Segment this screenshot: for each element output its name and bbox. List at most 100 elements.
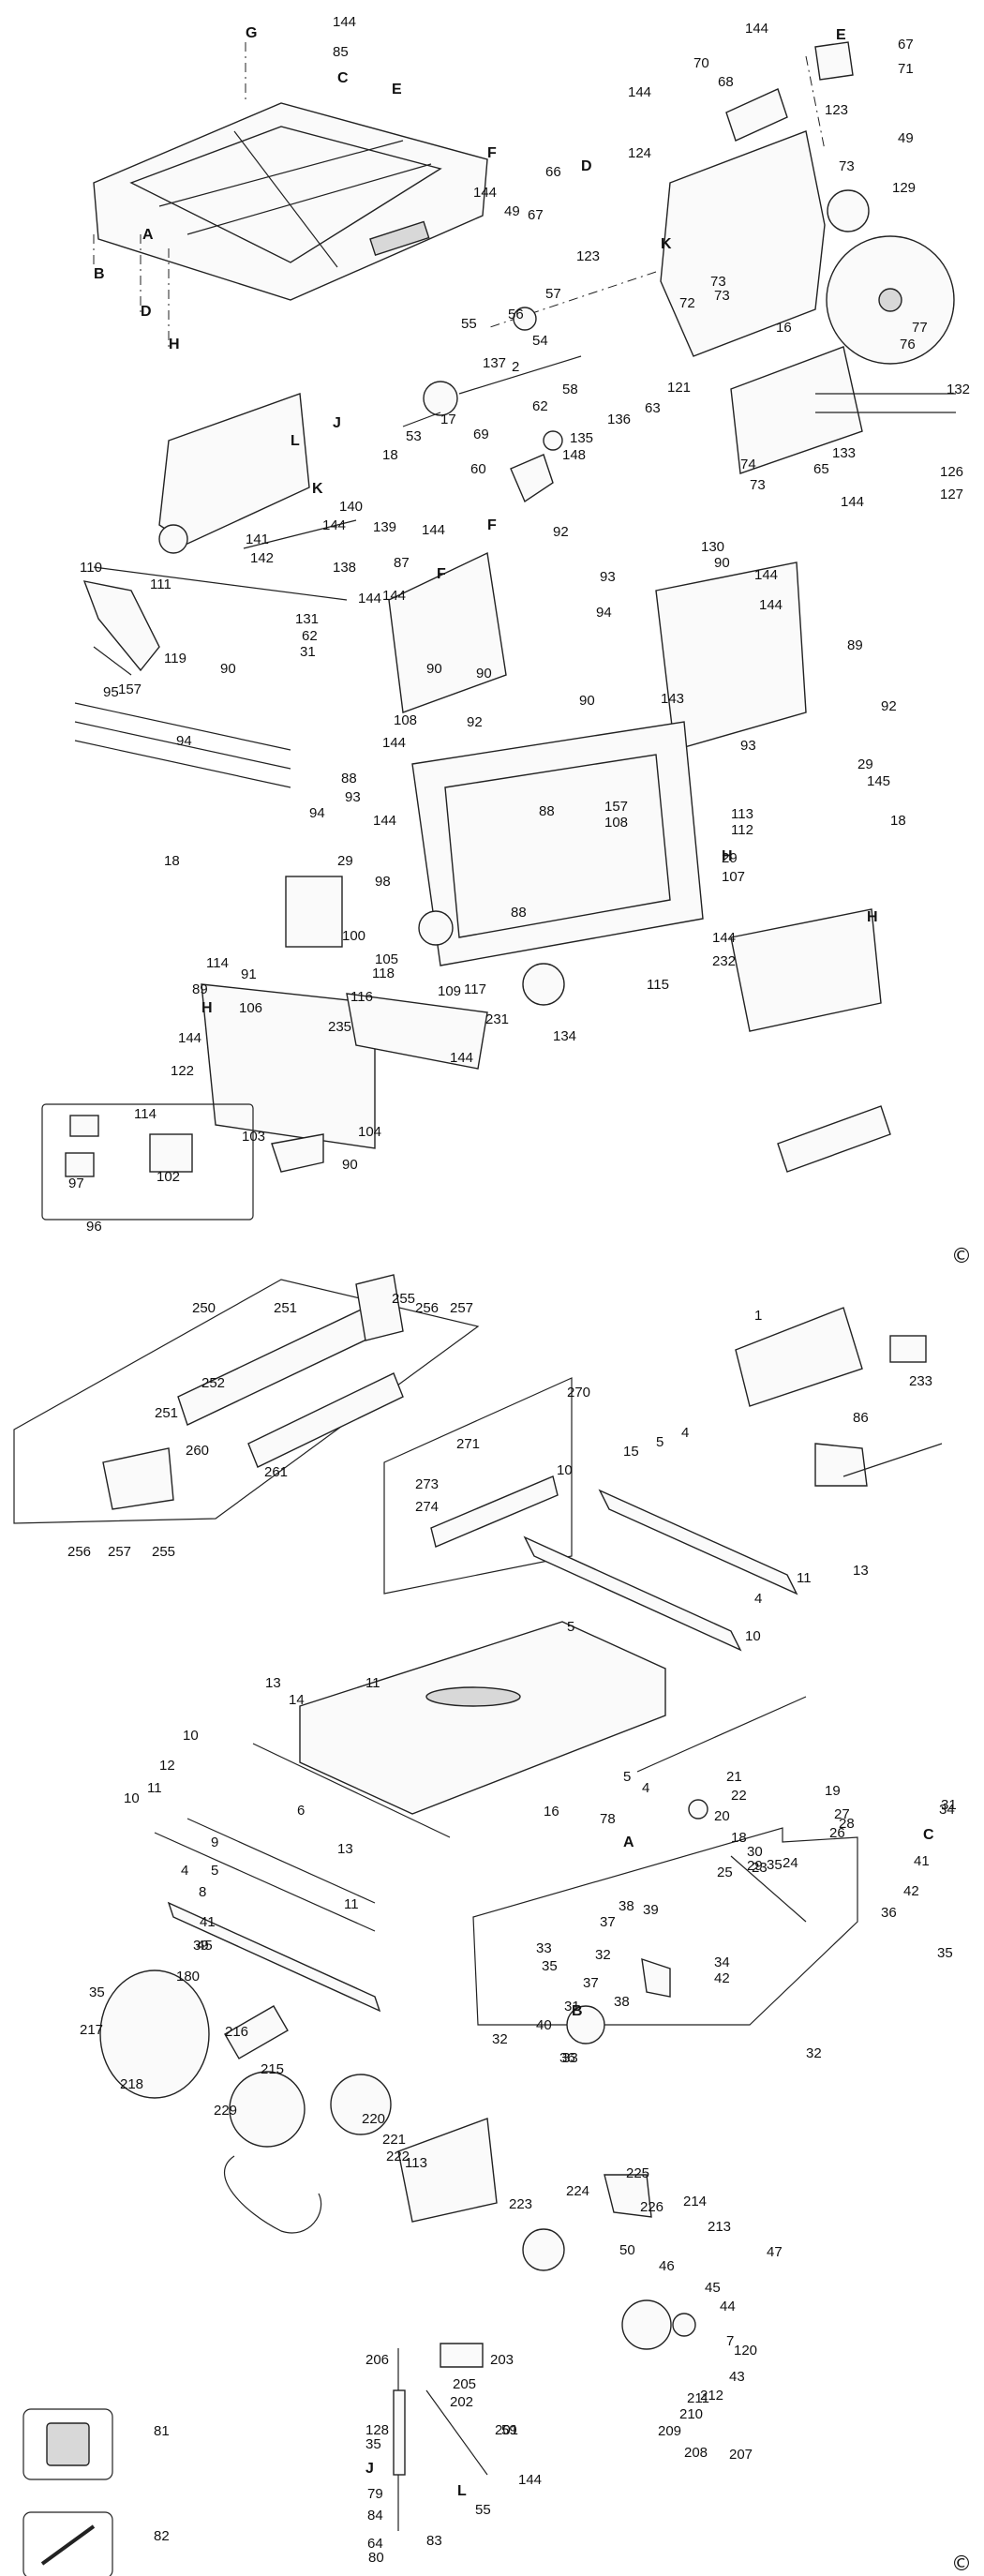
- top-callout-label: 88: [539, 803, 555, 819]
- top-callout-label: 56: [508, 307, 524, 322]
- top-callout-label: 100: [342, 928, 365, 944]
- top-callout-label: 93: [740, 738, 756, 754]
- bottom-callout-label: 31: [564, 1999, 580, 2014]
- top-callout-label: 67: [528, 207, 544, 223]
- top-callout-label: 92: [881, 698, 897, 714]
- bottom-callout-label: 212: [700, 2388, 723, 2404]
- top-callout-label: 89: [192, 981, 208, 997]
- bottom-callout-label: 201: [495, 2422, 518, 2438]
- bottom-callout-label: 24: [783, 1855, 798, 1871]
- top-callout-label: 123: [576, 248, 600, 264]
- top-callout-label: 69: [473, 427, 489, 442]
- bottom-callout-label: 15: [623, 1444, 639, 1460]
- top-callout-label: 144: [322, 517, 346, 533]
- bottom-callout-label: 6: [297, 1803, 305, 1819]
- top-callout-label: 18: [890, 813, 906, 829]
- top-callout-label: 112: [731, 822, 753, 838]
- top-callout-label: 144: [628, 84, 651, 100]
- bottom-callout-label: 202: [450, 2394, 473, 2410]
- bottom-callout-label: 35: [937, 1945, 953, 1961]
- top-callout-label: 49: [504, 203, 520, 219]
- bottom-callout-label: 271: [456, 1436, 480, 1452]
- top-callout-label: 144: [450, 1050, 473, 1066]
- bottom-callout-label: 256: [67, 1544, 91, 1560]
- bottom-callout-label: 14: [289, 1692, 305, 1708]
- bottom-callout-label: 255: [392, 1291, 415, 1307]
- bottom-callout-label: 120: [734, 2343, 757, 2359]
- top-callout-label: 90: [426, 661, 442, 677]
- bottom-callout-label: 45: [705, 2280, 721, 2296]
- top-callout-label: 145: [867, 773, 890, 789]
- top-callout-label: 130: [701, 539, 724, 555]
- bottom-callout-label: 13: [853, 1563, 869, 1579]
- bottom-callout-label: 210: [679, 2406, 703, 2422]
- top-callout-label: 88: [511, 905, 527, 921]
- bottom-callout-label: 30: [747, 1844, 763, 1860]
- bottom-callout-label: 252: [201, 1375, 225, 1391]
- top-callout-label: 92: [553, 524, 569, 540]
- bottom-callout-label: 23: [752, 1860, 768, 1876]
- top-callout-label: 97: [68, 1176, 84, 1191]
- bottom-callout-label: 64: [367, 2536, 383, 2552]
- top-callout-label: 114: [134, 1106, 157, 1122]
- bottom-callout-label: 256: [415, 1300, 439, 1316]
- top-callout-label: 144: [373, 813, 396, 829]
- top-callout-label: 133: [832, 445, 856, 461]
- top-callout-label: 141: [246, 532, 269, 547]
- top-callout-label: 54: [532, 333, 548, 349]
- bottom-callout-label: 32: [492, 2031, 508, 2047]
- top-callout-label: 144: [712, 930, 736, 946]
- base-assembly: [93, 42, 488, 347]
- top-callout-label: 132: [947, 382, 970, 397]
- bottom-callout-label: 37: [583, 1975, 599, 1991]
- bottom-callout-label: 250: [192, 1300, 216, 1316]
- top-callout-label: 90: [714, 555, 730, 571]
- bottom-callout-label: 20: [714, 1808, 730, 1824]
- top-callout-label: 90: [476, 666, 492, 681]
- top-callout-label: 31: [300, 644, 316, 660]
- bottom-callout-label: 32: [595, 1947, 611, 1963]
- bottom-callout-label: 10: [745, 1628, 761, 1644]
- bottom-callout-label: 22: [731, 1788, 747, 1804]
- top-callout-label: 107: [722, 869, 745, 885]
- top-callout-label: B: [94, 266, 105, 282]
- top-callout-label: 104: [358, 1124, 381, 1140]
- gear-shaft-assembly: [402, 307, 582, 503]
- bottom-callout-label: 86: [853, 1410, 869, 1426]
- bottom-callout-label: 38: [619, 1898, 634, 1914]
- top-callout-label: 94: [176, 733, 192, 749]
- top-callout-label: 157: [604, 799, 628, 815]
- top-callout-label: 118: [372, 966, 395, 981]
- top-callout-label: K: [312, 481, 323, 497]
- bottom-callout-label: 44: [720, 2299, 736, 2314]
- bottom-callout-label: 33: [536, 1940, 552, 1956]
- top-callout-label: 76: [900, 337, 916, 352]
- bottom-callout-label: 113: [405, 2155, 427, 2171]
- bottom-callout-label: 207: [729, 2447, 753, 2463]
- top-callout-label: 57: [545, 286, 561, 302]
- bottom-callout-label: 270: [567, 1385, 590, 1400]
- blade-guard-mount: [93, 393, 357, 601]
- bottom-callout-label: 29: [747, 1858, 763, 1874]
- top-callout-label: 95: [103, 684, 119, 700]
- bottom-callout-label: 41: [914, 1853, 930, 1869]
- bottom-callout-label: 205: [453, 2376, 476, 2392]
- bottom-callout-label: 34: [939, 1802, 955, 1818]
- top-callout-label: H: [169, 337, 180, 352]
- bottom-callout-label: 225: [626, 2165, 649, 2181]
- bevel-mechanism: [472, 1696, 858, 2044]
- bottom-callout-label: 50: [619, 2242, 635, 2258]
- top-callout-label: 90: [342, 1157, 358, 1173]
- bottom-callout-label: 41: [200, 1914, 216, 1930]
- bottom-callout-label: 218: [120, 2076, 143, 2092]
- bottom-callout-label: 36: [559, 2050, 575, 2066]
- top-callout-label: 109: [438, 983, 461, 999]
- top-callout-label: C: [337, 70, 349, 86]
- top-callout-label: 231: [485, 1011, 509, 1027]
- top-callout-label: 142: [250, 550, 274, 566]
- top-callout-label: 66: [545, 164, 561, 180]
- top-callout-label: 135: [570, 430, 593, 446]
- top-callout-label: 157: [118, 681, 142, 697]
